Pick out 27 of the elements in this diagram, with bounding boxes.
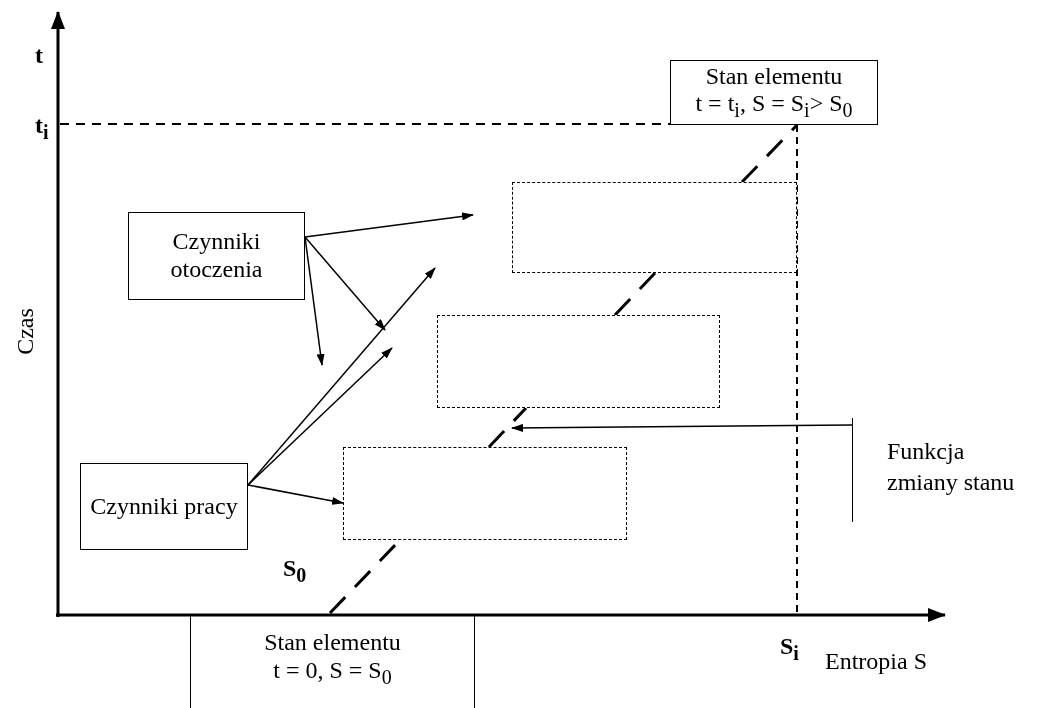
arrow (247, 347, 393, 486)
arrow (511, 423, 853, 432)
arrow (247, 484, 344, 505)
state-formula: t = t$_{i}$, S = S$_{i}$> S$_{0}$ (695, 90, 853, 123)
axis-title: Czas (11, 308, 39, 355)
state-title: Stan elementu (264, 629, 401, 657)
axis-title: Entropia S (825, 648, 927, 675)
arrow (304, 212, 474, 238)
state-formula: t = 0, S = S$_{0}$ (273, 656, 392, 689)
arrow (247, 267, 436, 486)
state-box (190, 615, 475, 708)
state-title: Stan elementu (705, 62, 843, 91)
dashed-line (487, 406, 528, 449)
state-box (670, 60, 878, 125)
axis-label: t (35, 42, 43, 69)
dashed-line (613, 271, 657, 317)
bracket-label: Funkcja zmiany stanu (852, 418, 1062, 522)
factor-box: Czynniki otoczenia (128, 212, 305, 300)
dashed-box (437, 315, 720, 408)
arrow (304, 236, 386, 331)
factor-box: Czynniki pracy (80, 463, 248, 550)
axis-value: S$_{i}$ (780, 633, 799, 665)
axis-value: S$_{0}$ (283, 555, 307, 587)
dashed-box (512, 182, 797, 273)
dashed-box (343, 447, 627, 540)
axis-label: t$_{i}$ (35, 112, 49, 144)
dashed-line (740, 123, 799, 184)
